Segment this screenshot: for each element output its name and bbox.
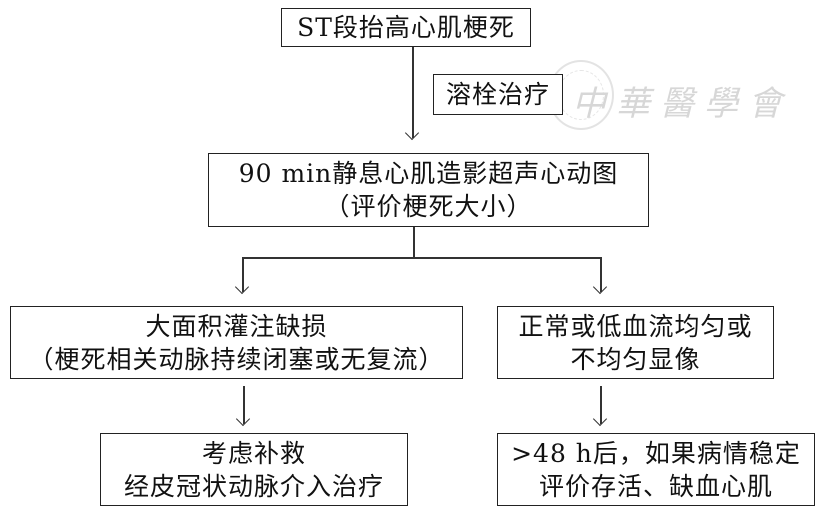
node-stemi: ST段抬高心肌梗死 — [281, 8, 531, 47]
node-normal-flow: 正常或低血流均匀或 不均匀显像 — [497, 306, 774, 379]
node-assess-later: >48 h后，如果病情稳定 评价存活、缺血心肌 — [497, 433, 815, 506]
node-normal-flow-line-1: 正常或低血流均匀或 — [518, 311, 753, 341]
node-echo-line-2: （评价梗死大小） — [324, 192, 533, 221]
connector-large-defect-to-pci — [243, 386, 245, 424]
node-echo: 90 min静息心肌造影超声心动图 （评价梗死大小） — [208, 153, 649, 227]
arrowhead-to-normal-flow — [592, 279, 608, 295]
node-thrombolysis: 溶栓治疗 — [433, 74, 563, 115]
node-large-defect: 大面积灌注缺损 （梗死相关动脉持续闭塞或无复流） — [10, 306, 463, 379]
node-rescue-pci-line-1: 考虑补救 — [201, 438, 306, 468]
node-stemi-line-1: ST段抬高心肌梗死 — [297, 13, 515, 42]
node-normal-flow-line-2: 不均匀显像 — [570, 344, 701, 374]
node-large-defect-line-1: 大面积灌注缺损 — [145, 311, 328, 341]
arrowhead-to-echo — [404, 125, 420, 141]
connector-branch-left — [242, 257, 244, 292]
arrowhead-to-assess-later — [592, 411, 608, 427]
node-rescue-pci-line-2: 经皮冠状动脉介入治疗 — [123, 471, 384, 501]
watermark-text: 中華醫學會 — [572, 84, 792, 124]
connector-branch-horizontal — [242, 257, 601, 259]
node-assess-later-line-1: >48 h后，如果病情稳定 — [511, 438, 801, 468]
arrowhead-to-rescue-pci — [235, 411, 251, 427]
connector-stemi-to-echo — [412, 46, 414, 138]
connector-branch-right — [600, 257, 602, 292]
connector-echo-down — [413, 226, 415, 257]
node-thrombolysis-line-1: 溶栓治疗 — [445, 80, 550, 109]
node-assess-later-line-2: 评价存活、缺血心肌 — [538, 471, 773, 501]
connector-normal-flow-to-assess — [600, 386, 602, 424]
node-echo-line-1: 90 min静息心肌造影超声心动图 — [238, 159, 619, 188]
node-rescue-pci: 考虑补救 经皮冠状动脉介入治疗 — [100, 433, 408, 506]
arrowhead-to-large-defect — [234, 279, 250, 295]
node-large-defect-line-2: （梗死相关动脉持续闭塞或无复流） — [28, 344, 445, 374]
